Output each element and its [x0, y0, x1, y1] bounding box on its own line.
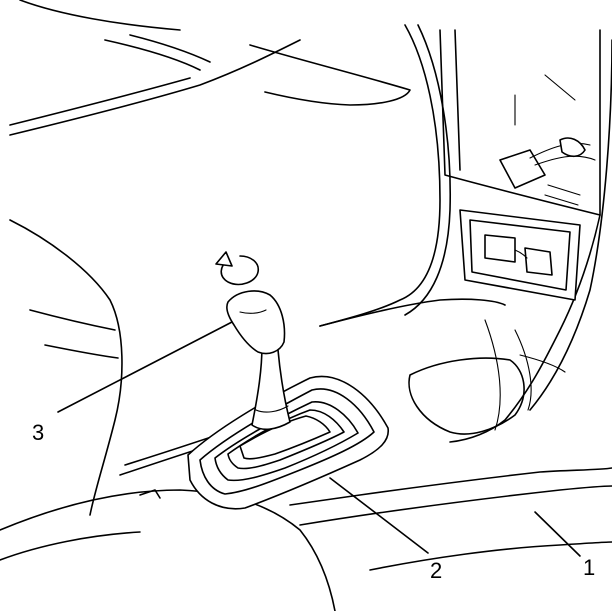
shift-lever — [251, 344, 291, 431]
shift-knob — [226, 290, 286, 355]
callout-label-1: 1 — [583, 555, 595, 580]
leader-lines — [57, 321, 581, 557]
leader-line-2 — [329, 477, 429, 554]
callout-label-2: 2 — [430, 558, 442, 583]
door-panel — [319, 24, 612, 443]
footwell-opening — [408, 319, 566, 435]
leader-line-1 — [534, 511, 581, 557]
callout-label-3: 3 — [32, 420, 44, 445]
leader-line-3 — [57, 321, 233, 413]
dashboard-lines — [9, 0, 411, 136]
rotate-arrow-icon — [215, 251, 260, 286]
shift-boot — [187, 375, 389, 510]
